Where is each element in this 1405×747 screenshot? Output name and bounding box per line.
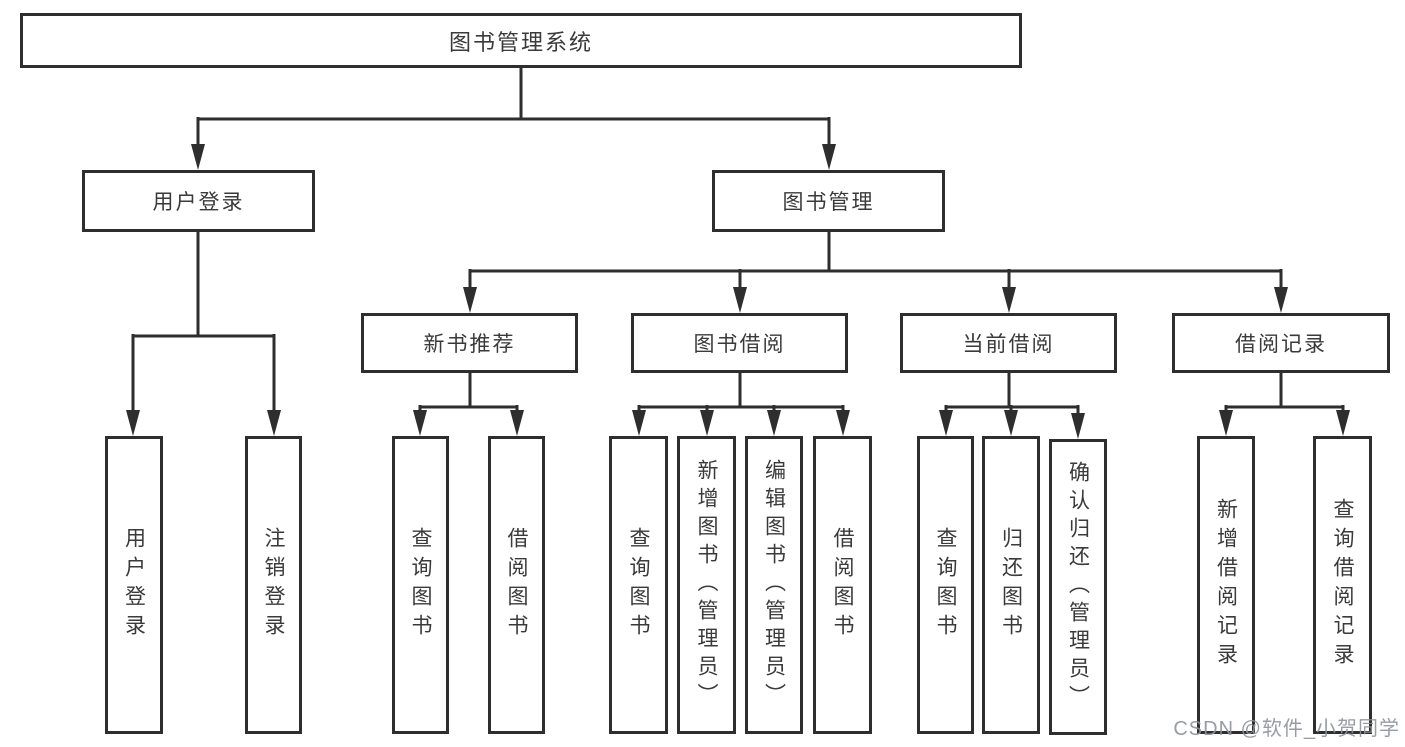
node-confirm-return-admin-label: 确认归还（管理员）	[1066, 461, 1090, 713]
arrowhead	[767, 410, 781, 436]
node-return-books-label: 归还图书	[999, 527, 1023, 643]
arrowhead	[939, 410, 953, 436]
connector-bookmgmt-to-level3	[468, 232, 1283, 295]
node-logout-leaf-label: 注销登录	[262, 527, 286, 643]
node-confirm-return-admin: 确认归还（管理员）	[1049, 439, 1107, 735]
node-book-management: 图书管理	[712, 170, 945, 232]
node-edit-books-admin: 编辑图书（管理员）	[745, 436, 803, 734]
arrowhead	[267, 410, 281, 436]
connector-newbooks-to-leaves	[418, 373, 519, 420]
arrowhead	[1219, 410, 1233, 436]
node-add-borrow-record: 新增借阅记录	[1197, 436, 1255, 734]
connector-root-to-level2	[196, 68, 831, 152]
arrowhead	[191, 144, 205, 170]
node-current-borrow: 当前借阅	[900, 313, 1117, 373]
connector-userlogin-to-leaves	[131, 232, 276, 418]
arrowhead	[733, 287, 747, 313]
node-book-borrow: 图书借阅	[631, 313, 848, 373]
arrowhead	[822, 144, 836, 170]
node-borrow-books-leaf: 借阅图书	[813, 436, 872, 734]
arrowhead	[510, 410, 524, 436]
arrowhead	[632, 410, 646, 436]
node-add-books-admin: 新增图书（管理员）	[677, 436, 736, 734]
arrowhead	[413, 410, 427, 436]
connector-bookborrow-to-leaves	[637, 373, 845, 420]
arrowhead	[700, 410, 714, 436]
arrowhead	[463, 287, 477, 313]
node-query-books-borrow: 查询图书	[609, 436, 668, 734]
node-user-login: 用户登录	[82, 170, 315, 232]
node-borrow-books-leaf-label: 借阅图书	[831, 527, 855, 643]
node-root-label: 图书管理系统	[448, 29, 593, 55]
node-query-borrow-record: 查询借阅记录	[1313, 436, 1372, 734]
node-borrow-books-recommend-label: 借阅图书	[505, 527, 529, 643]
node-query-books-recommend-label: 查询图书	[409, 527, 433, 643]
node-user-login-leaf: 用户登录	[105, 436, 163, 734]
node-borrow-records: 借阅记录	[1172, 313, 1390, 373]
node-user-login-label: 用户登录	[152, 191, 245, 214]
node-query-books-current-label: 查询图书	[934, 527, 958, 643]
node-add-borrow-record-label: 新增借阅记录	[1214, 498, 1238, 672]
arrowhead	[1274, 287, 1288, 313]
arrowhead	[126, 410, 140, 436]
node-query-borrow-record-label: 查询借阅记录	[1331, 498, 1355, 672]
node-query-books-recommend: 查询图书	[392, 436, 449, 734]
node-new-book-recommend-label: 新书推荐	[423, 333, 516, 356]
node-current-borrow-label: 当前借阅	[962, 333, 1055, 356]
node-add-books-admin-label: 新增图书（管理员）	[695, 459, 719, 711]
node-borrow-records-label: 借阅记录	[1235, 333, 1327, 356]
node-edit-books-admin-label: 编辑图书（管理员）	[762, 459, 786, 711]
arrowhead	[1071, 413, 1085, 439]
node-root: 图书管理系统	[20, 13, 1022, 68]
connector-records-to-leaves	[1224, 373, 1345, 420]
node-return-books: 归还图书	[982, 436, 1040, 734]
node-borrow-books-recommend: 借阅图书	[488, 436, 545, 734]
node-logout-leaf: 注销登录	[245, 436, 302, 734]
csdn-watermark: CSDN @软件_小贺同学	[1173, 718, 1400, 740]
arrowhead	[1002, 287, 1016, 313]
node-book-borrow-label: 图书借阅	[693, 333, 786, 356]
node-book-management-label: 图书管理	[782, 191, 875, 214]
arrowhead	[1336, 410, 1350, 436]
node-query-books-borrow-label: 查询图书	[627, 527, 651, 643]
arrowhead	[836, 410, 850, 436]
node-query-books-current: 查询图书	[917, 436, 974, 734]
arrowhead	[1004, 410, 1018, 436]
node-user-login-leaf-label: 用户登录	[122, 527, 146, 643]
node-new-book-recommend: 新书推荐	[361, 313, 578, 373]
